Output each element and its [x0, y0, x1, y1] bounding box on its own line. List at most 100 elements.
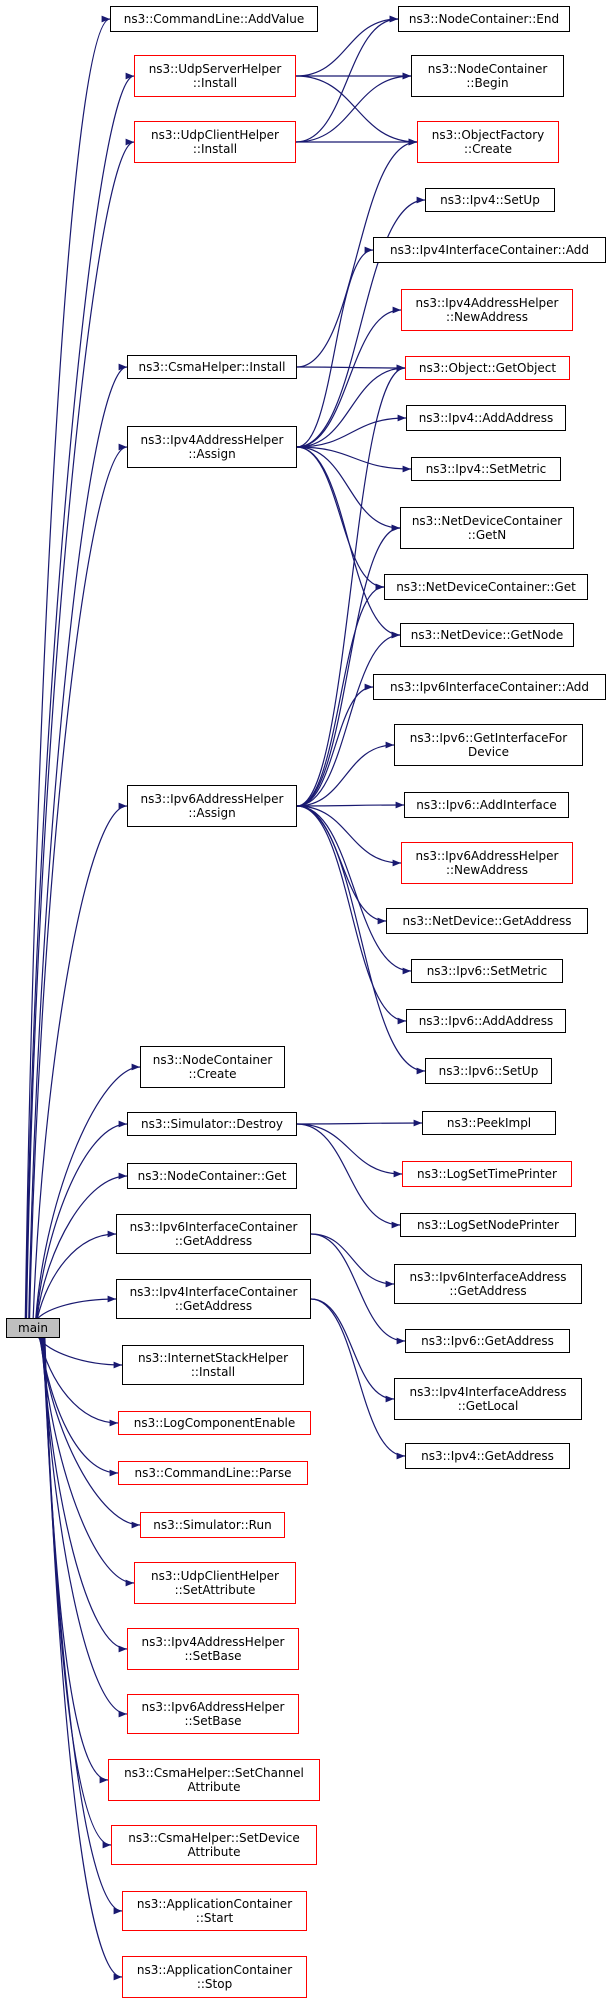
node-ipv4-setmetric[interactable]: ns3::Ipv4::SetMetric	[411, 457, 561, 481]
node-ipv6ia-getaddress[interactable]: ns3::Ipv6InterfaceAddress::GetAddress	[394, 1264, 582, 1304]
node-label-line: ::Install	[190, 1365, 236, 1379]
edge-ipv4ah-assign-to-nd-getnode	[296, 446, 401, 639]
node-label-line: ns3::CommandLine::Parse	[134, 1466, 292, 1480]
edge-ipv4ah-assign-to-ipv4ah-newaddress	[296, 306, 402, 448]
edge-ipv6ah-assign-to-nd-getaddress	[296, 805, 387, 925]
edge-ipv4ic-getaddress-to-ipv4-getaddress	[310, 1298, 406, 1460]
node-label-line: ns3::UdpClientHelper	[150, 128, 279, 142]
node-label-line: ns3::Ipv6AddressHelper	[140, 792, 284, 806]
edge-main-to-csma-install	[28, 363, 128, 1319]
node-sim-run[interactable]: ns3::Simulator::Run	[140, 1512, 285, 1538]
edge-ipv4ah-assign-to-ndc-getn	[296, 446, 401, 532]
node-label-line: ns3::UdpServerHelper	[148, 62, 282, 76]
edge-udpclient-install-to-nc-begin	[295, 72, 412, 143]
node-label-line: ns3::NodeContainer::End	[408, 12, 560, 26]
node-app-start[interactable]: ns3::ApplicationContainer::Start	[122, 1891, 307, 1931]
node-peekimpl[interactable]: ns3::PeekImpl	[422, 1111, 556, 1135]
node-object-getobject[interactable]: ns3::Object::GetObject	[405, 356, 570, 380]
node-label-line: ns3::Ipv6AddressHelper	[141, 1700, 285, 1714]
node-log-settimeprinter[interactable]: ns3::LogSetTimePrinter	[402, 1161, 572, 1187]
node-label-line: ns3::Ipv6::SetMetric	[426, 964, 548, 978]
node-ipv6ic-add[interactable]: ns3::Ipv6InterfaceContainer::Add	[373, 674, 606, 700]
node-label-line: Attribute	[187, 1780, 241, 1794]
edge-main-to-ish-install	[38, 1337, 123, 1369]
node-udpserver-install[interactable]: ns3::UdpServerHelper::Install	[134, 55, 296, 97]
node-ipv6ah-assign[interactable]: ns3::Ipv6AddressHelper::Assign	[127, 785, 297, 827]
node-ndc-get[interactable]: ns3::NetDeviceContainer::Get	[384, 574, 588, 600]
node-app-stop[interactable]: ns3::ApplicationContainer::Stop	[122, 1956, 307, 1998]
node-ipv4-addaddress[interactable]: ns3::Ipv4::AddAddress	[406, 405, 566, 431]
node-label-line: ::Assign	[188, 447, 236, 461]
node-ipv4-getaddress[interactable]: ns3::Ipv4::GetAddress	[405, 1443, 570, 1469]
node-ipv6ah-setbase[interactable]: ns3::Ipv6AddressHelper::SetBase	[127, 1694, 299, 1734]
node-label-line: ns3::NodeContainer	[152, 1053, 273, 1067]
node-label-line: ::GetAddress	[174, 1299, 253, 1313]
node-label-line: ns3::NetDeviceContainer::Get	[396, 580, 576, 594]
node-label-line: ns3::ApplicationContainer	[136, 1963, 293, 1977]
node-nc-end[interactable]: ns3::NodeContainer::End	[398, 6, 570, 32]
edge-ipv6ic-getaddress-to-ipv6ia-getaddress	[310, 1233, 395, 1288]
node-nd-getnode[interactable]: ns3::NetDevice::GetNode	[400, 623, 574, 647]
node-label-line: ns3::CsmaHelper::Install	[138, 360, 286, 374]
node-ipv6ah-newaddress[interactable]: ns3::Ipv6AddressHelper::NewAddress	[401, 842, 573, 884]
edge-ipv6ah-assign-to-ndc-get	[296, 583, 385, 807]
node-ipv6-setup[interactable]: ns3::Ipv6::SetUp	[425, 1058, 552, 1084]
node-ipv4ah-newaddress[interactable]: ns3::Ipv4AddressHelper::NewAddress	[401, 289, 573, 331]
edge-main-to-nc-get	[36, 1172, 128, 1319]
node-label-line: ns3::Ipv4::SetUp	[440, 193, 540, 207]
node-label-line: ns3::NodeContainer	[427, 62, 548, 76]
node-ipv6-addaddress[interactable]: ns3::Ipv6::AddAddress	[406, 1009, 566, 1033]
node-cmd-parse[interactable]: ns3::CommandLine::Parse	[118, 1461, 308, 1485]
edge-main-to-udpserver-install	[25, 72, 135, 1319]
edge-ipv6ah-assign-to-ndc-getn	[296, 524, 401, 807]
node-label-line: ns3::Ipv6AddressHelper	[415, 849, 559, 863]
node-log-enable[interactable]: ns3::LogComponentEnable	[118, 1411, 311, 1435]
node-ipv4ah-setbase[interactable]: ns3::Ipv4AddressHelper::SetBase	[127, 1628, 299, 1670]
node-ipv4-setup[interactable]: ns3::Ipv4::SetUp	[425, 188, 555, 212]
node-cmd-addvalue[interactable]: ns3::CommandLine::AddValue	[110, 6, 318, 32]
edge-ipv6ah-assign-to-object-getobject	[296, 364, 406, 807]
node-ipv4ic-getaddress[interactable]: ns3::Ipv4InterfaceContainer::GetAddress	[116, 1279, 311, 1319]
node-label-line: ns3::UdpClientHelper	[150, 1569, 279, 1583]
node-label-line: ::Create	[188, 1067, 237, 1081]
node-udpclient-install[interactable]: ns3::UdpClientHelper::Install	[134, 121, 296, 163]
node-label-line: ::Start	[195, 1911, 234, 1925]
node-ipv6-getaddress[interactable]: ns3::Ipv6::GetAddress	[405, 1329, 570, 1353]
node-nc-begin[interactable]: ns3::NodeContainer::Begin	[411, 55, 564, 97]
node-ipv4ia-getlocal[interactable]: ns3::Ipv4InterfaceAddress::GetLocal	[394, 1378, 582, 1420]
node-nc-get[interactable]: ns3::NodeContainer::Get	[127, 1163, 297, 1189]
node-log-setnodeprinter[interactable]: ns3::LogSetNodePrinter	[400, 1213, 576, 1237]
node-ish-install[interactable]: ns3::InternetStackHelper::Install	[122, 1345, 304, 1385]
node-label-line: ns3::Ipv6::AddInterface	[416, 798, 557, 812]
node-udpclient-setattr[interactable]: ns3::UdpClientHelper::SetAttribute	[134, 1562, 296, 1604]
node-ipv6ic-getaddress[interactable]: ns3::Ipv6InterfaceContainer::GetAddress	[116, 1214, 311, 1254]
node-label-line: ::Install	[192, 76, 238, 90]
edge-ipv6ah-assign-to-ipv6-setup	[296, 805, 426, 1075]
node-label-line: ns3::Ipv4::GetAddress	[421, 1449, 554, 1463]
node-ndc-getn[interactable]: ns3::NetDeviceContainer::GetN	[400, 507, 574, 549]
node-ipv6-setmetric[interactable]: ns3::Ipv6::SetMetric	[411, 959, 563, 983]
node-label-line: Device	[467, 745, 510, 759]
edge-main-to-ipv4ic-getaddress	[37, 1295, 117, 1319]
node-ipv6-addinterface[interactable]: ns3::Ipv6::AddInterface	[404, 792, 569, 818]
node-ipv4ah-assign[interactable]: ns3::Ipv4AddressHelper::Assign	[127, 426, 297, 468]
node-nc-create[interactable]: ns3::NodeContainer::Create	[140, 1046, 285, 1088]
edge-ipv6ic-getaddress-to-ipv6-getaddress	[310, 1233, 406, 1345]
node-main[interactable]: main	[6, 1318, 60, 1338]
edge-ipv4ah-assign-to-ipv4ic-add	[296, 246, 374, 448]
node-nd-getaddress[interactable]: ns3::NetDevice::GetAddress	[386, 908, 588, 934]
node-ipv4ic-add[interactable]: ns3::Ipv4InterfaceContainer::Add	[373, 237, 606, 263]
node-label-line: ns3::NodeContainer::Get	[137, 1169, 287, 1183]
edge-sim-destroy-to-peekimpl	[296, 1119, 423, 1127]
node-sim-destroy[interactable]: ns3::Simulator::Destroy	[127, 1112, 297, 1136]
node-label-line: ns3::Ipv4AddressHelper	[140, 433, 284, 447]
node-csma-install[interactable]: ns3::CsmaHelper::Install	[127, 355, 297, 379]
edge-main-to-app-stop	[44, 1337, 123, 1981]
node-label-line: ns3::Ipv4::SetMetric	[425, 462, 547, 476]
node-objfactory-create[interactable]: ns3::ObjectFactory::Create	[417, 121, 559, 163]
node-label-line: ::SetBase	[184, 1649, 242, 1663]
node-label-line: ns3::NetDevice::GetAddress	[402, 914, 572, 928]
